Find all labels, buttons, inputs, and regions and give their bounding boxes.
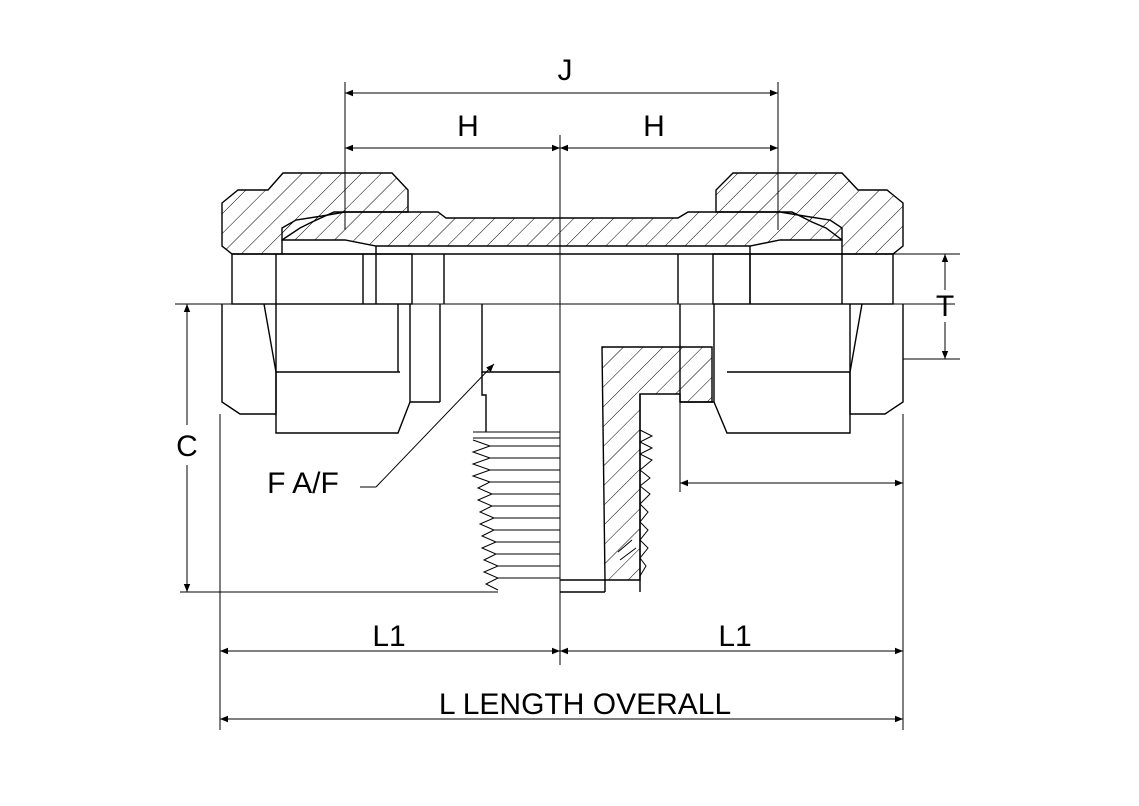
dim-right-offset — [679, 402, 903, 492]
thread-lines — [471, 429, 654, 591]
label-f: F A/F — [267, 467, 339, 500]
label-l: L LENGTH OVERALL — [439, 688, 731, 721]
label-l1-left: L1 — [372, 620, 405, 653]
label-h-right: H — [643, 110, 665, 143]
tube — [281, 211, 843, 304]
dim-t: T — [893, 253, 960, 360]
dim-j: J — [344, 54, 779, 230]
label-t: T — [936, 290, 954, 323]
dim-f: F A/F — [267, 363, 495, 500]
label-j: J — [558, 54, 573, 87]
label-l1-right: L1 — [718, 620, 751, 653]
dim-h: H H — [345, 110, 778, 152]
label-c: C — [176, 430, 198, 463]
dim-l: L LENGTH OVERALL — [220, 688, 903, 723]
label-h-left: H — [457, 110, 479, 143]
dim-l1: L1 L1 — [219, 414, 904, 730]
dim-c: C — [176, 304, 498, 593]
centerlines — [175, 135, 955, 665]
tee-body — [439, 304, 713, 593]
